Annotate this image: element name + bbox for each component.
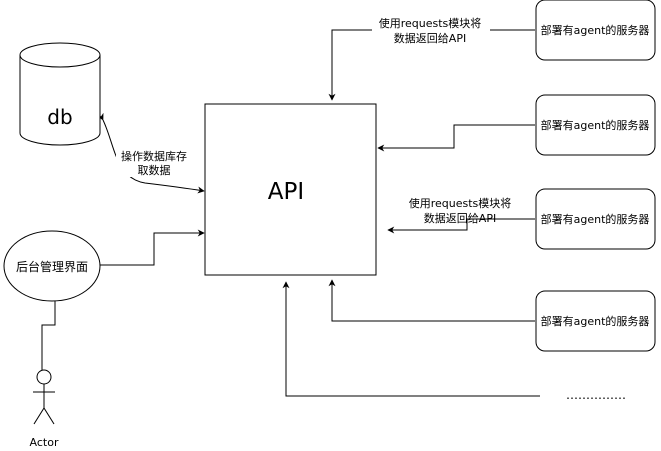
edge-label-server3: 使用requests模块将 数据返回给API — [402, 196, 520, 225]
edge-label-line: 数据返回给API — [394, 31, 466, 45]
server-label: 部署有agent的服务器 — [541, 314, 650, 328]
admin-ui-ellipse — [3, 230, 101, 302]
server-box — [535, 290, 656, 352]
edge-more-api — [282, 281, 540, 397]
server-node-2: 部署有agent的服务器 — [535, 94, 656, 156]
database-node: db — [19, 42, 101, 146]
edge-label-line: 使用requests模块将 — [409, 197, 512, 210]
more-servers-ellipsis: …………… — [566, 388, 626, 402]
actor-label: Actor — [30, 436, 59, 449]
edge-server2-api — [377, 124, 535, 152]
edge-db-api — [97, 112, 205, 194]
server-node-3: 部署有agent的服务器 — [535, 188, 656, 250]
api-node: API — [204, 103, 377, 276]
edge-label-line: 操作数据库存 — [121, 149, 187, 163]
server-node-4: 部署有agent的服务器 — [535, 290, 656, 352]
edge-label-line: 取数据 — [138, 163, 171, 177]
edge-label-db: 操作数据库存 取数据 — [116, 147, 192, 177]
database-label: db — [47, 105, 72, 129]
server-node-1: 部署有agent的服务器 — [535, 0, 656, 61]
edge-server4-api — [328, 279, 535, 322]
actor-head — [36, 369, 52, 385]
admin-ui-label: 后台管理界面 — [16, 259, 88, 274]
server-box — [535, 188, 656, 250]
edge-server3-api — [387, 218, 535, 234]
database-cylinder — [19, 55, 101, 146]
server-box — [535, 0, 656, 61]
edge-actor-admin — [41, 300, 56, 370]
server-box — [535, 94, 656, 156]
api-box — [204, 103, 377, 276]
actor-node: Actor — [30, 369, 59, 449]
actor-right-leg — [43, 407, 55, 425]
edge-admin-api — [100, 229, 205, 266]
database-cylinder-top — [19, 42, 101, 68]
admin-ui-node: 后台管理界面 — [3, 230, 101, 302]
api-label: API — [268, 179, 304, 205]
actor-left-leg — [33, 407, 45, 425]
server-label: 部署有agent的服务器 — [541, 212, 650, 226]
server-label: 部署有agent的服务器 — [541, 118, 650, 132]
edge-label-line: 数据返回给API — [424, 211, 496, 225]
server-label: 部署有agent的服务器 — [541, 23, 650, 37]
edge-label-line: 使用requests模块将 — [379, 17, 482, 30]
edge-label-server1: 使用requests模块将 数据返回给API — [372, 14, 490, 48]
